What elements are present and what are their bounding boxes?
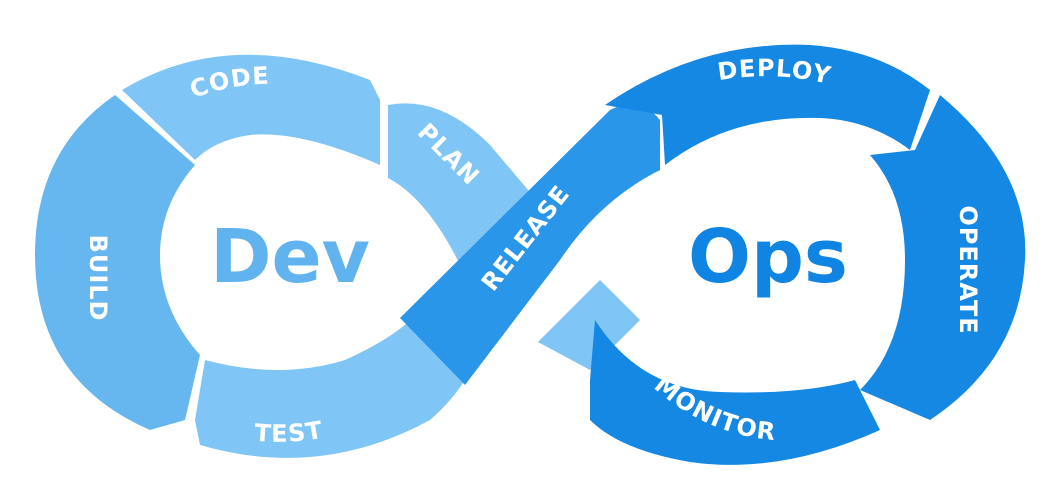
- monitor-segment: [590, 320, 880, 465]
- operate-label: OPERATE: [954, 205, 982, 334]
- test-segment: [195, 310, 480, 458]
- dev-title: Dev: [210, 214, 370, 300]
- deploy-segment: [605, 44, 930, 165]
- operate-segment: [860, 95, 1026, 420]
- ops-title: Ops: [688, 214, 848, 300]
- build-segment: [35, 95, 200, 430]
- monitor-return-wedge: [538, 280, 640, 370]
- code-segment: [122, 54, 380, 165]
- release-segment: [400, 104, 660, 385]
- build-label: BUILD: [84, 235, 112, 322]
- test-label: TEST: [254, 416, 325, 448]
